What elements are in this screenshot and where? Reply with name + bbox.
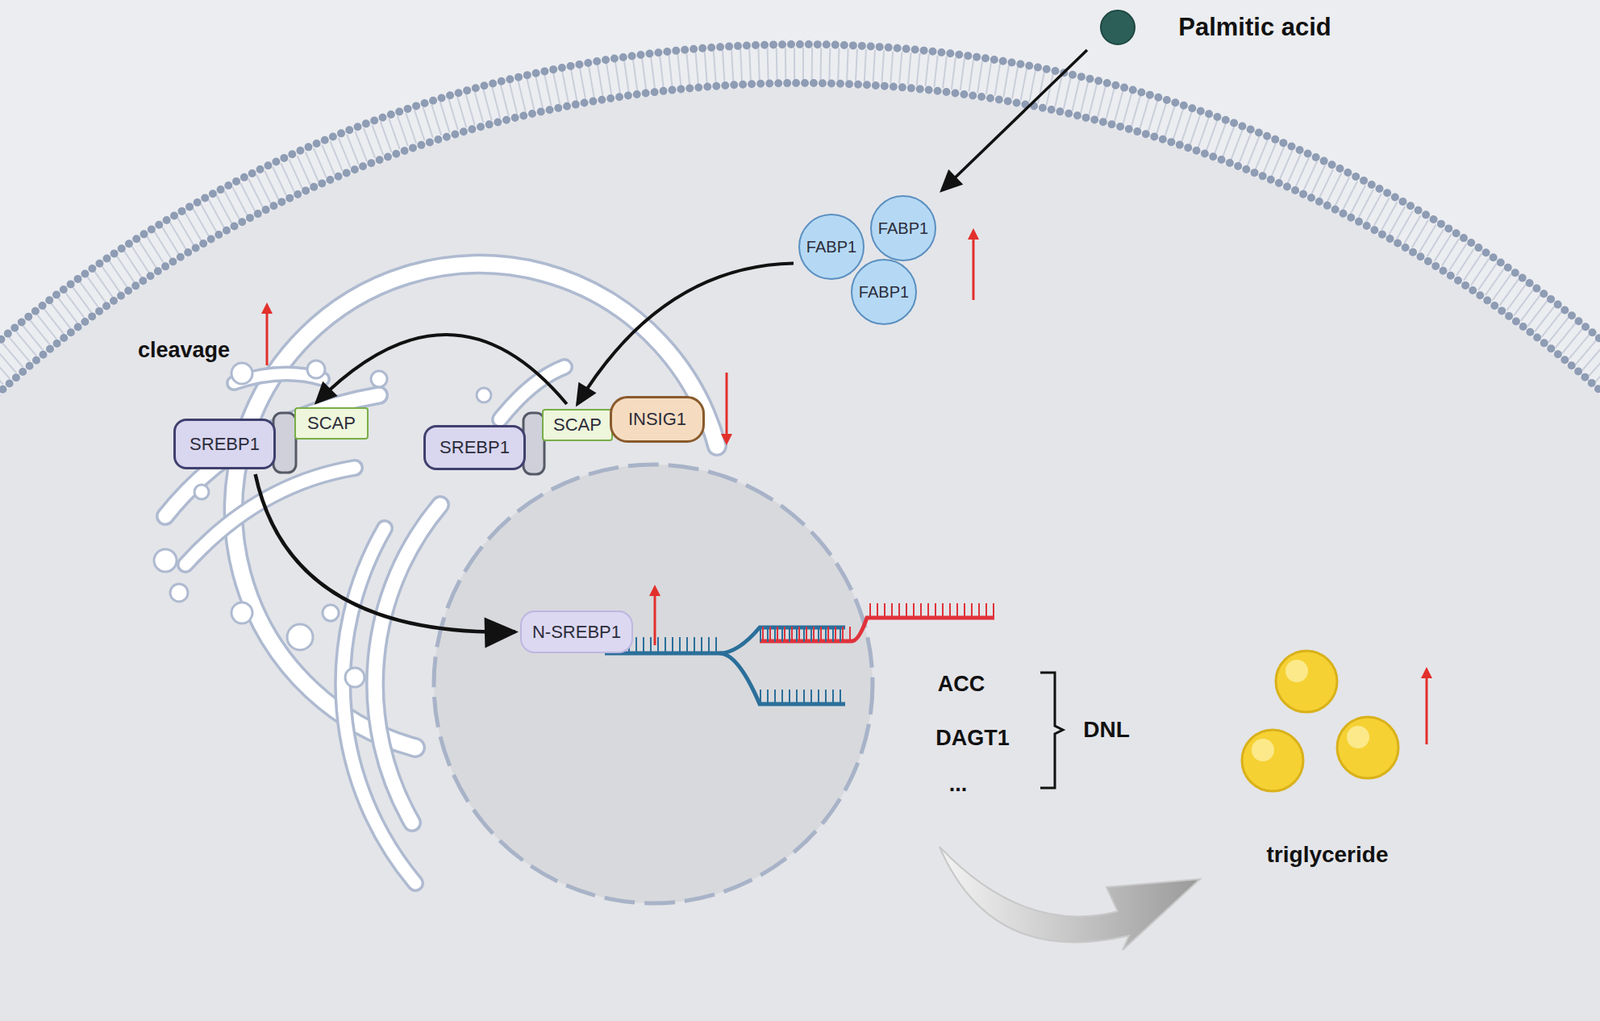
protein-box: SREBP1: [423, 425, 526, 471]
protein-box: SCAP: [541, 408, 613, 442]
protein-box: INSIG1: [609, 395, 705, 443]
node-text: FABP1: [806, 237, 857, 257]
node-text: FABP1: [878, 219, 929, 238]
golgi-apparatus: [165, 374, 380, 565]
label: DAGT1: [935, 725, 1010, 751]
protein-box: N-SREBP1: [520, 610, 634, 654]
arrow-connector: [577, 263, 794, 405]
bracket: [1040, 672, 1063, 788]
transmembrane-domain: [273, 412, 296, 473]
palmitic-acid-molecule: [1100, 10, 1135, 45]
change-arrows: [266, 233, 1427, 745]
node-text: FABP1: [858, 283, 909, 302]
protein-circle: FABP1: [850, 258, 917, 325]
label: ACC: [937, 671, 986, 697]
label: triglyceride: [1266, 841, 1389, 868]
node-text: SCAP: [307, 412, 356, 434]
label: cleavage: [137, 337, 230, 363]
protein-box: SCAP: [294, 407, 369, 440]
cell-membrane: [0, 44, 1600, 1021]
arrow-connector: [255, 474, 516, 633]
node-text: SREBP1: [189, 433, 260, 455]
droplet-shine: [1251, 659, 1370, 762]
synthesis-arrow: [939, 846, 1200, 950]
protein-circle: FABP1: [870, 195, 937, 262]
cell-interior: [0, 86, 1600, 1021]
uptake-arrow: [941, 50, 1088, 191]
label: Palmitic acid: [1178, 12, 1332, 42]
node-text: INSIG1: [628, 408, 687, 430]
nucleus: [433, 464, 873, 904]
arrow-connector: [316, 334, 567, 405]
node-text: SREBP1: [439, 437, 510, 459]
node-text: SCAP: [553, 414, 602, 436]
dna-strands: [604, 610, 995, 705]
protein-box: SREBP1: [173, 418, 276, 470]
node-text: N-SREBP1: [532, 621, 621, 643]
label: DNL: [1083, 716, 1130, 743]
label: ...: [949, 771, 968, 797]
lipid-droplets: [1241, 650, 1399, 792]
protein-circle: FABP1: [798, 213, 865, 280]
